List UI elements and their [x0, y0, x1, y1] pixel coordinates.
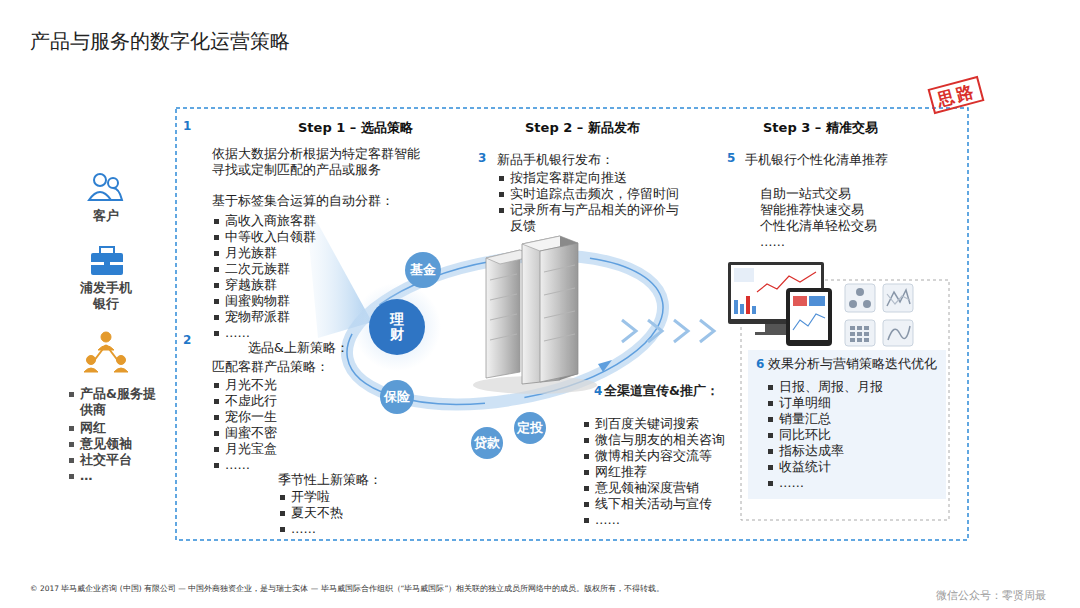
- step-heading: Step 3 – 精准交易: [763, 120, 878, 136]
- list-item: 中等收入白领群: [212, 229, 316, 245]
- circle-label: 保险: [384, 390, 410, 404]
- list-item: 智能推荐快速交易: [760, 202, 864, 218]
- list-item: 穿越族群: [212, 277, 277, 293]
- list-item: 个性化清单轻松交易: [760, 218, 877, 234]
- product-circle: 保险: [380, 380, 414, 414]
- list-item: 宠物帮派群: [212, 309, 290, 325]
- dashboard: [728, 262, 832, 346]
- list-item: 订单明细: [766, 395, 938, 411]
- callout-number: 1: [183, 118, 191, 134]
- list-item: 指标达成率: [766, 443, 938, 459]
- swirl-arrowhead: [598, 360, 612, 372]
- list-item: ……: [582, 512, 620, 528]
- list-item: ……: [766, 475, 938, 491]
- list-item: 销量汇总: [766, 411, 938, 427]
- callout-number: 6: [756, 356, 764, 372]
- description: 依据大数据分析根据为特定客群智能寻找或定制匹配的产品或服务: [212, 146, 427, 178]
- list-item: 月光不光: [212, 377, 277, 393]
- list-item: ……: [278, 521, 316, 537]
- servers: [473, 236, 597, 394]
- step-heading: Step 1 – 选品策略: [298, 120, 413, 136]
- list-item: 二次元族群: [212, 261, 290, 277]
- list-item: 微博相关内容交流等: [582, 448, 712, 464]
- list-item: 同比环比: [766, 427, 938, 443]
- network-icon: [84, 332, 128, 372]
- footer-caption: © 2017 毕马威企业咨询 (中国) 有限公司 — 中国外商独资企业，是与瑞士…: [30, 584, 664, 594]
- list-item: 实时追踪点击频次，停留时间: [497, 186, 679, 202]
- product-circle: 定投: [514, 412, 546, 444]
- actor-label: 客户: [78, 208, 134, 224]
- list-heading: 新品手机银行发布：: [497, 152, 614, 168]
- list-item: 月光族群: [212, 245, 277, 261]
- toolbox-icon: [91, 247, 123, 275]
- callout-number: 2: [183, 332, 191, 348]
- watermark: 微信公众号：零贤周最: [936, 588, 1046, 604]
- callout-number: 5: [727, 150, 735, 166]
- list-heading: 基于标签集合运算的自动分群：: [212, 193, 394, 209]
- list-item: 意见领袖深度营销: [582, 480, 699, 496]
- list-item: 按指定客群定向推送: [497, 170, 627, 186]
- page-title: 产品与服务的数字化运营策略: [30, 28, 290, 55]
- analysis-icons: [845, 284, 913, 346]
- panel-heading: 效果分析与营销策略迭代优化: [768, 356, 937, 372]
- actor-label: 网红: [68, 420, 166, 436]
- circle-label: 定投: [517, 421, 543, 435]
- customer-icon: [89, 174, 122, 200]
- list-item: 开学啦: [278, 489, 330, 505]
- actor-label: 社交平台: [68, 452, 166, 468]
- circle-label: 贷款: [474, 436, 500, 450]
- list-item: 高收入商旅客群: [212, 213, 316, 229]
- circle-label: 理财: [390, 312, 404, 343]
- frame: [176, 108, 968, 540]
- list-heading: 全渠道宣传&推广：: [604, 383, 719, 399]
- callout-number: 3: [478, 150, 486, 166]
- list-item: ……: [212, 457, 250, 473]
- panel-heading-row: 6效果分析与营销策略迭代优化: [756, 356, 938, 375]
- list-item: 夏天不热: [278, 505, 343, 521]
- list-heading: 手机银行个性化清单推荐: [745, 152, 888, 168]
- list-item: 自助一站式交易: [760, 186, 851, 202]
- list-item: 月光宝盒: [212, 441, 277, 457]
- list-item: 线下相关活动与宣传: [582, 496, 712, 512]
- actor-label: …: [68, 468, 166, 484]
- actor-label: 意见领袖: [68, 436, 166, 452]
- list-item: ……: [760, 234, 785, 250]
- list-item: ……: [212, 325, 250, 341]
- list-item: 收益统计: [766, 459, 938, 475]
- product-circle: 基金: [405, 252, 441, 288]
- list-item: 微信与朋友的相关咨询: [582, 432, 725, 448]
- list-item: 不虚此行: [212, 393, 277, 409]
- actor-label: 产品&服务提供商: [68, 386, 166, 418]
- list-item: 闺蜜购物群: [212, 293, 290, 309]
- spacer: [756, 375, 938, 379]
- list-item: 日报、周报、月报: [766, 379, 938, 395]
- list-item: 到百度关键词搜索: [582, 416, 699, 432]
- list-heading: 匹配客群产品策略：: [212, 359, 329, 375]
- chevrons: [622, 320, 714, 342]
- list-item: 记录所有与产品相关的评价与反馈: [497, 202, 680, 234]
- list-heading: 季节性上新策略：: [278, 472, 382, 488]
- step-heading: Step 2 – 新品发布: [525, 120, 640, 136]
- analysis-panel: 6效果分析与营销策略迭代优化日报、周报、月报订单明细销量汇总同比环比指标达成率收…: [748, 350, 946, 499]
- product-circle: 贷款: [471, 427, 503, 459]
- list-item: 宠你一生: [212, 409, 277, 425]
- circle-label: 基金: [410, 263, 436, 277]
- list-item: 网红推荐: [582, 464, 647, 480]
- list-item: 闺蜜不密: [212, 425, 277, 441]
- product-circle: 理财: [369, 299, 425, 355]
- actor-label: 浦发手机银行: [78, 280, 134, 312]
- list-heading: 选品&上新策略：: [248, 340, 349, 356]
- glow: [353, 283, 441, 371]
- callout-number: 4: [594, 383, 602, 399]
